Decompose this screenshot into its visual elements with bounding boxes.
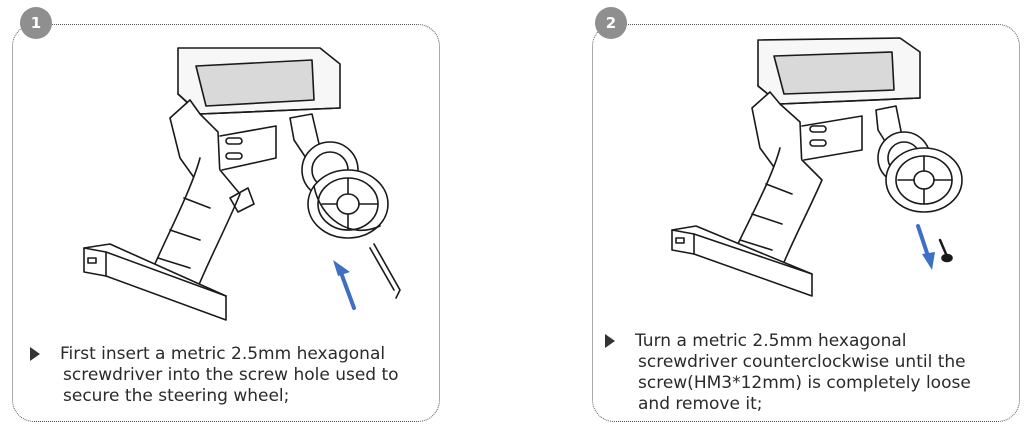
triangle-right-icon — [30, 347, 40, 361]
step-1-instruction: First insert a metric 2.5mm hexagonal sc… — [30, 344, 430, 407]
step-1-badge: 1 — [20, 7, 52, 39]
step-1-illustration — [83, 47, 401, 321]
instruction-line: secure the steering wheel; — [63, 386, 290, 406]
instruction-line: First insert a metric 2.5mm hexagonal — [60, 344, 386, 364]
step-2-panel — [592, 24, 1020, 422]
arrow-icon — [916, 224, 935, 270]
triangle-right-icon — [605, 334, 615, 348]
step-1-text: First insert a metric 2.5mm hexagonal sc… — [60, 344, 399, 407]
step-2-illustration — [671, 37, 963, 297]
step-2-instruction: Turn a metric 2.5mm hexagonal screwdrive… — [605, 331, 1005, 415]
instruction-line: screwdriver into the screw hole used to — [63, 365, 399, 385]
step-2-badge: 2 — [595, 7, 627, 39]
instruction-line: Turn a metric 2.5mm hexagonal — [635, 331, 907, 351]
instruction-line: screwdriver counterclockwise until the — [638, 352, 966, 372]
instruction-line: and remove it; — [638, 394, 763, 414]
arrow-icon — [333, 260, 356, 310]
instruction-line: screw(HM3*12mm) is completely loose — [638, 373, 971, 393]
step-2-text: Turn a metric 2.5mm hexagonal screwdrive… — [635, 331, 971, 415]
step-1-panel — [12, 24, 440, 422]
